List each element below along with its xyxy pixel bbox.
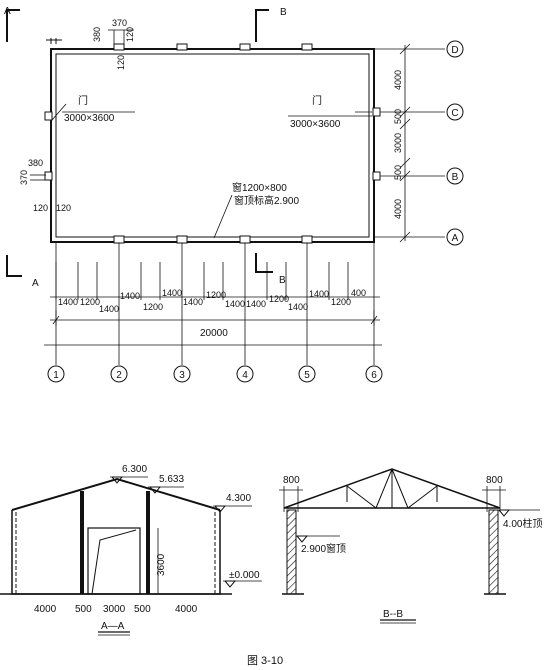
axis-col-5: 5 xyxy=(298,365,316,383)
plan-bottom-dim: 1400 xyxy=(99,304,119,314)
floor-plan: 370 380 120 120 380 370 120 120 门 3000×3… xyxy=(19,18,445,365)
plan-dim-top-120a: 120 xyxy=(125,27,135,42)
section-aa: 6.300 5.633 4.300 3600 ±0.000 A—A xyxy=(0,464,262,636)
axis-col-4: 4 xyxy=(236,365,254,383)
plan-door-left-size: 3000×3600 xyxy=(64,113,115,124)
plan-right-dim: 3000 xyxy=(393,133,403,153)
plan-right-dim: 500 xyxy=(393,109,403,124)
axis-col-6: 6 xyxy=(365,365,383,383)
plan-bottom-dim: 1400 xyxy=(183,297,203,307)
section-mark-a-bottom: A xyxy=(6,255,39,289)
plan-window-sill: 窗顶标高2.900 xyxy=(234,194,299,207)
axis-row-c: C xyxy=(446,103,464,121)
plan-bottom-dim: 1400 xyxy=(309,289,329,299)
section-aa-ground: ±0.000 xyxy=(229,570,260,581)
plan-total-width: 20000 xyxy=(200,328,228,339)
plan-door-right-size: 3000×3600 xyxy=(290,119,341,130)
axis-row-b: B xyxy=(446,167,464,185)
plan-bottom-dim: 1400 xyxy=(246,299,266,309)
plan-dim-left-380: 380 xyxy=(28,158,43,168)
axis-row-label: C xyxy=(451,108,458,119)
axis-col-label: 5 xyxy=(304,370,310,381)
plan-bottom-dim: 1400 xyxy=(162,288,182,298)
plan-bottom-dim: 1400 xyxy=(225,299,245,309)
section-aa-dims: 4000 500 3000 500 4000 xyxy=(34,604,198,615)
plan-bottom-dim: 1400 xyxy=(288,302,308,312)
axis-row-label: A xyxy=(452,233,459,244)
section-mark-b-bottom-label: B xyxy=(279,275,286,286)
axis-col-label: 2 xyxy=(116,370,122,381)
plan-dim-top-380: 380 xyxy=(92,27,102,42)
plan-pilasters xyxy=(44,43,381,244)
plan-bottom-dim: 1400 xyxy=(58,297,78,307)
axis-row-label: D xyxy=(451,45,458,56)
plan-door-left-name: 门 xyxy=(78,94,88,107)
section-aa-bottom-dim: 500 xyxy=(75,604,92,615)
section-aa-door-height: 3600 xyxy=(156,553,167,576)
axis-col-bubbles: 1 2 3 4 5 6 xyxy=(47,365,383,383)
section-aa-ridge: 6.300 xyxy=(122,464,147,475)
section-bb-label: B--B xyxy=(383,609,403,620)
axis-row-d: D xyxy=(446,40,464,58)
plan-window-size: 窗1200×800 xyxy=(232,181,287,194)
axis-row-bubbles: D C B A xyxy=(446,40,464,246)
plan-right-dim: 500 xyxy=(393,165,403,180)
axis-col-label: 3 xyxy=(179,370,185,381)
plan-bottom-dim: 1200 xyxy=(269,294,289,304)
section-mark-b-top: B xyxy=(255,7,287,42)
plan-dim-left-370: 370 xyxy=(19,170,29,185)
plan-bottom-dim: 1200 xyxy=(206,290,226,300)
section-aa-bottom-dim: 500 xyxy=(134,604,151,615)
section-bb-overhang-right: 800 xyxy=(486,475,503,486)
section-aa-eave: 4.300 xyxy=(226,493,251,504)
section-mark-b-bottom: B xyxy=(255,253,286,286)
axis-col-label: 1 xyxy=(53,370,59,381)
axis-col-2: 2 xyxy=(110,365,128,383)
plan-bottom-dim: 1400 xyxy=(120,291,140,301)
plan-dim-left-120a: 120 xyxy=(33,203,48,213)
plan-inner-wall xyxy=(55,53,370,238)
plan-right-dim: 4000 xyxy=(393,70,403,90)
plan-right-dims: 4000 500 3000 500 4000 xyxy=(393,70,403,219)
section-aa-bottom-dim: 4000 xyxy=(34,604,57,615)
section-bb: 800 800 2.900窗顶 4.00柱顶 B--B xyxy=(279,468,542,624)
section-mark-a-top-label: A xyxy=(4,6,11,17)
section-bb-overhang-left: 800 xyxy=(283,475,300,486)
plan-outer-wall xyxy=(50,48,375,243)
plan-bottom-dim: 1200 xyxy=(80,297,100,307)
plan-dim-top-370: 370 xyxy=(112,18,127,28)
plan-dim-top-120b: 120 xyxy=(116,55,126,70)
axis-col-label: 4 xyxy=(242,370,248,381)
section-mark-a-bottom-label: A xyxy=(32,278,39,289)
plan-right-dim: 4000 xyxy=(393,199,403,219)
section-aa-bottom-dim: 3000 xyxy=(103,604,126,615)
figure-caption: 图 3-10 xyxy=(247,654,283,667)
plan-bottom-dim: 1200 xyxy=(331,297,351,307)
section-mark-b-top-label: B xyxy=(280,7,287,18)
axis-row-a: A xyxy=(446,228,464,246)
section-bb-column-top: 4.00柱顶 xyxy=(503,517,542,530)
axis-col-label: 6 xyxy=(371,370,377,381)
section-aa-eave-mid: 5.633 xyxy=(159,474,184,485)
axis-col-1: 1 xyxy=(47,365,65,383)
axis-row-label: B xyxy=(452,172,459,183)
plan-dim-left-120b: 120 xyxy=(56,203,71,213)
section-mark-a-top: A xyxy=(4,6,20,42)
plan-bottom-dim: 1200 xyxy=(143,302,163,312)
section-bb-window-top: 2.900窗顶 xyxy=(301,542,346,555)
axis-col-3: 3 xyxy=(173,365,191,383)
plan-door-right-name: 门 xyxy=(312,94,322,107)
section-aa-label: A—A xyxy=(101,621,125,632)
section-aa-bottom-dim: 4000 xyxy=(175,604,198,615)
plan-bottom-dim: 400 xyxy=(351,288,366,298)
